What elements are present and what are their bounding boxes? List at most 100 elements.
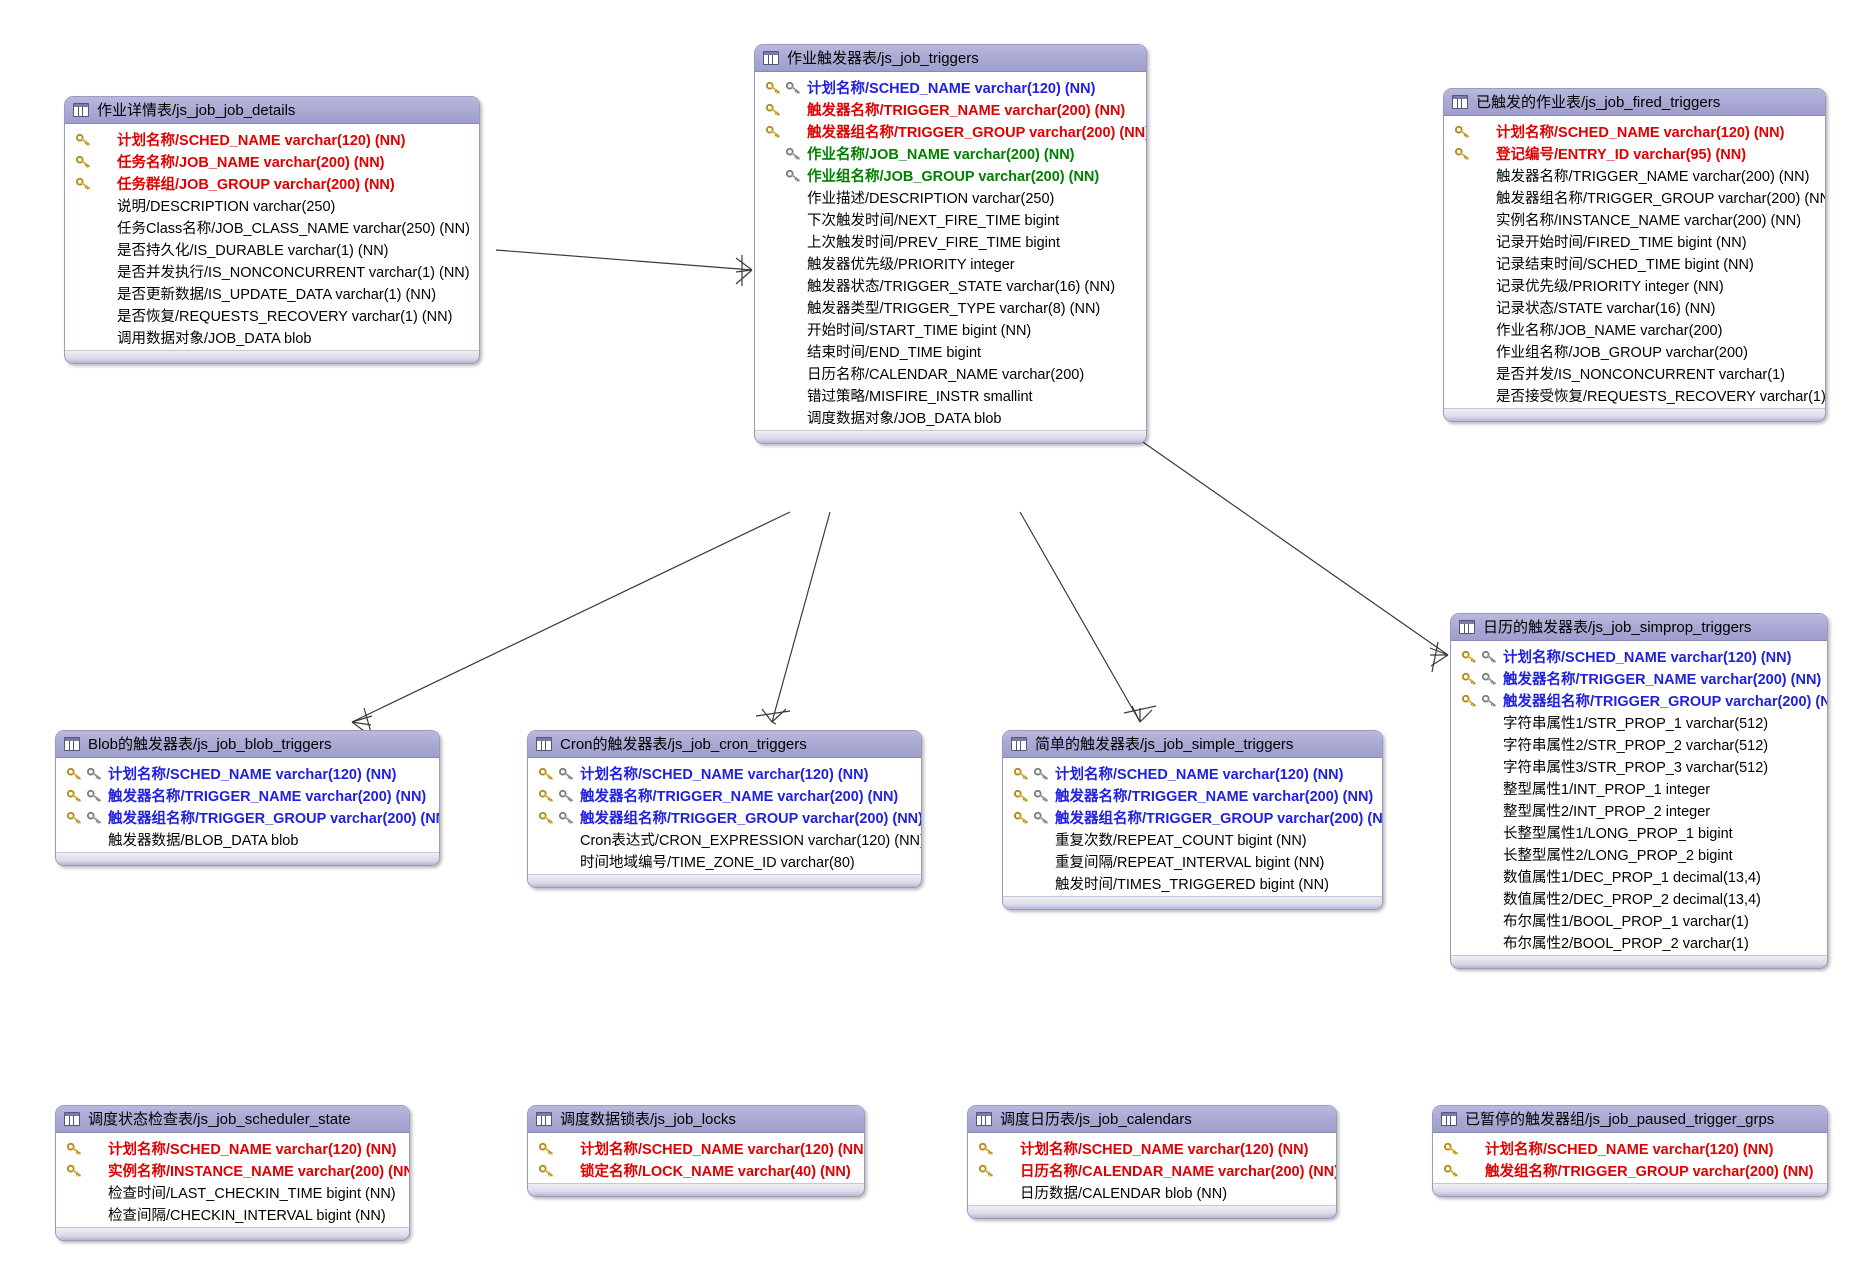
entity-header-scheduler_state[interactable]: 调度状态检查表/js_job_scheduler_state xyxy=(56,1106,409,1133)
attribute-row[interactable]: 数值属性2/DEC_PROP_2 decimal(13,4) xyxy=(1451,887,1827,909)
entity-locks[interactable]: 调度数据锁表/js_job_locks 计划名称/SCHED_NAME varc… xyxy=(527,1105,865,1197)
attribute-row[interactable]: 触发器名称/TRIGGER_NAME varchar(200) (NN) xyxy=(1451,667,1827,689)
attribute-row[interactable]: 任务群组/JOB_GROUP varchar(200) (NN) xyxy=(65,172,479,194)
attribute-row[interactable]: 数值属性1/DEC_PROP_1 decimal(13,4) xyxy=(1451,865,1827,887)
attribute-row[interactable]: 下次触发时间/NEXT_FIRE_TIME bigint xyxy=(755,208,1146,230)
attribute-row[interactable]: 作业名称/JOB_NAME varchar(200) (NN) xyxy=(755,142,1146,164)
attribute-row[interactable]: 整型属性1/INT_PROP_1 integer xyxy=(1451,777,1827,799)
entity-simprop_triggers[interactable]: 日历的触发器表/js_job_simprop_triggers 计划名称/SCH… xyxy=(1450,613,1828,969)
attribute-row[interactable]: 触发器名称/TRIGGER_NAME varchar(200) (NN) xyxy=(528,784,921,806)
entity-header-locks[interactable]: 调度数据锁表/js_job_locks xyxy=(528,1106,864,1133)
entity-header-simprop_triggers[interactable]: 日历的触发器表/js_job_simprop_triggers xyxy=(1451,614,1827,641)
attribute-row[interactable]: 计划名称/SCHED_NAME varchar(120) (NN) xyxy=(528,762,921,784)
entity-header-blob_triggers[interactable]: Blob的触发器表/js_job_blob_triggers xyxy=(56,731,439,758)
attribute-row[interactable]: 任务Class名称/JOB_CLASS_NAME varchar(250) (N… xyxy=(65,216,479,238)
attribute-row[interactable]: 计划名称/SCHED_NAME varchar(120) (NN) xyxy=(56,1137,409,1159)
entity-header-simple_triggers[interactable]: 简单的触发器表/js_job_simple_triggers xyxy=(1003,731,1382,758)
entity-fired_triggers[interactable]: 已触发的作业表/js_job_fired_triggers 计划名称/SCHED… xyxy=(1443,88,1826,422)
attribute-row[interactable]: 登记编号/ENTRY_ID varchar(95) (NN) xyxy=(1444,142,1825,164)
attribute-row[interactable]: 长整型属性2/LONG_PROP_2 bigint xyxy=(1451,843,1827,865)
attribute-row[interactable]: 计划名称/SCHED_NAME varchar(120) (NN) xyxy=(755,76,1146,98)
attribute-row[interactable]: 触发器组名称/TRIGGER_GROUP varchar(200) (NN) xyxy=(1451,689,1827,711)
attribute-row[interactable]: 字符串属性2/STR_PROP_2 varchar(512) xyxy=(1451,733,1827,755)
attribute-row[interactable]: 记录开始时间/FIRED_TIME bigint (NN) xyxy=(1444,230,1825,252)
attribute-row[interactable]: 调度数据对象/JOB_DATA blob xyxy=(755,406,1146,428)
attribute-row[interactable]: 作业组名称/JOB_GROUP varchar(200) xyxy=(1444,340,1825,362)
attribute-row[interactable]: 检查间隔/CHECKIN_INTERVAL bigint (NN) xyxy=(56,1203,409,1225)
attribute-row[interactable]: 任务名称/JOB_NAME varchar(200) (NN) xyxy=(65,150,479,172)
attribute-row[interactable]: 触发器组名称/TRIGGER_GROUP varchar(200) (NN) xyxy=(56,806,439,828)
attribute-row[interactable]: 是否恢复/REQUESTS_RECOVERY varchar(1) (NN) xyxy=(65,304,479,326)
entity-calendars[interactable]: 调度日历表/js_job_calendars 计划名称/SCHED_NAME v… xyxy=(967,1105,1337,1219)
attribute-row[interactable]: 计划名称/SCHED_NAME varchar(120) (NN) xyxy=(56,762,439,784)
attribute-row[interactable]: 触发组名称/TRIGGER_GROUP varchar(200) (NN) xyxy=(1433,1159,1827,1181)
attribute-row[interactable]: 触发器名称/TRIGGER_NAME varchar(200) (NN) xyxy=(1003,784,1382,806)
attribute-row[interactable]: 重复间隔/REPEAT_INTERVAL bigint (NN) xyxy=(1003,850,1382,872)
entity-header-fired_triggers[interactable]: 已触发的作业表/js_job_fired_triggers xyxy=(1444,89,1825,116)
attribute-row[interactable]: 布尔属性1/BOOL_PROP_1 varchar(1) xyxy=(1451,909,1827,931)
attribute-row[interactable]: 触发时间/TIMES_TRIGGERED bigint (NN) xyxy=(1003,872,1382,894)
attribute-row[interactable]: 实例名称/INSTANCE_NAME varchar(200) (NN) xyxy=(56,1159,409,1181)
attribute-row[interactable]: 触发器名称/TRIGGER_NAME varchar(200) (NN) xyxy=(1444,164,1825,186)
attribute-row[interactable]: 计划名称/SCHED_NAME varchar(120) (NN) xyxy=(1444,120,1825,142)
attribute-row[interactable]: 开始时间/START_TIME bigint (NN) xyxy=(755,318,1146,340)
attribute-row[interactable]: 触发器组名称/TRIGGER_GROUP varchar(200) (NN) xyxy=(1444,186,1825,208)
entity-header-triggers[interactable]: 作业触发器表/js_job_triggers xyxy=(755,45,1146,72)
attribute-row[interactable]: 说明/DESCRIPTION varchar(250) xyxy=(65,194,479,216)
attribute-row[interactable]: 触发器组名称/TRIGGER_GROUP varchar(200) (NN) xyxy=(528,806,921,828)
entity-job_details[interactable]: 作业详情表/js_job_job_details 计划名称/SCHED_NAME… xyxy=(64,96,480,364)
attribute-row[interactable]: 日历名称/CALENDAR_NAME varchar(200) (NN) xyxy=(968,1159,1336,1181)
attribute-row[interactable]: 作业名称/JOB_NAME varchar(200) xyxy=(1444,318,1825,340)
attribute-row[interactable]: 实例名称/INSTANCE_NAME varchar(200) (NN) xyxy=(1444,208,1825,230)
attribute-row[interactable]: 记录结束时间/SCHED_TIME bigint (NN) xyxy=(1444,252,1825,274)
attribute-row[interactable]: 上次触发时间/PREV_FIRE_TIME bigint xyxy=(755,230,1146,252)
attribute-row[interactable]: 时间地域编号/TIME_ZONE_ID varchar(80) xyxy=(528,850,921,872)
attribute-row[interactable]: Cron表达式/CRON_EXPRESSION varchar(120) (NN… xyxy=(528,828,921,850)
attribute-row[interactable]: 整型属性2/INT_PROP_2 integer xyxy=(1451,799,1827,821)
attribute-row[interactable]: 是否持久化/IS_DURABLE varchar(1) (NN) xyxy=(65,238,479,260)
attribute-row[interactable]: 计划名称/SCHED_NAME varchar(120) (NN) xyxy=(1451,645,1827,667)
attribute-row[interactable]: 日历名称/CALENDAR_NAME varchar(200) xyxy=(755,362,1146,384)
attribute-row[interactable]: 结束时间/END_TIME bigint xyxy=(755,340,1146,362)
attribute-row[interactable]: 触发器类型/TRIGGER_TYPE varchar(8) (NN) xyxy=(755,296,1146,318)
attribute-row[interactable]: 作业组名称/JOB_GROUP varchar(200) (NN) xyxy=(755,164,1146,186)
attribute-row[interactable]: 触发器名称/TRIGGER_NAME varchar(200) (NN) xyxy=(755,98,1146,120)
entity-triggers[interactable]: 作业触发器表/js_job_triggers 计划名称/SCHED_NAME v… xyxy=(754,44,1147,444)
attribute-row[interactable]: 计划名称/SCHED_NAME varchar(120) (NN) xyxy=(528,1137,864,1159)
attribute-row[interactable]: 计划名称/SCHED_NAME varchar(120) (NN) xyxy=(1433,1137,1827,1159)
entity-paused_trigger_grps[interactable]: 已暂停的触发器组/js_job_paused_trigger_grps 计划名称… xyxy=(1432,1105,1828,1197)
attribute-row[interactable]: 触发器数据/BLOB_DATA blob xyxy=(56,828,439,850)
attribute-row[interactable]: 记录优先级/PRIORITY integer (NN) xyxy=(1444,274,1825,296)
entity-header-job_details[interactable]: 作业详情表/js_job_job_details xyxy=(65,97,479,124)
attribute-row[interactable]: 计划名称/SCHED_NAME varchar(120) (NN) xyxy=(65,128,479,150)
attribute-row[interactable]: 锁定名称/LOCK_NAME varchar(40) (NN) xyxy=(528,1159,864,1181)
attribute-row[interactable]: 长整型属性1/LONG_PROP_1 bigint xyxy=(1451,821,1827,843)
entity-header-calendars[interactable]: 调度日历表/js_job_calendars xyxy=(968,1106,1336,1133)
attribute-row[interactable]: 是否并发/IS_NONCONCURRENT varchar(1) xyxy=(1444,362,1825,384)
entity-header-paused_trigger_grps[interactable]: 已暂停的触发器组/js_job_paused_trigger_grps xyxy=(1433,1106,1827,1133)
attribute-row[interactable]: 检查时间/LAST_CHECKIN_TIME bigint (NN) xyxy=(56,1181,409,1203)
attribute-row[interactable]: 触发器组名称/TRIGGER_GROUP varchar(200) (NN) xyxy=(755,120,1146,142)
attribute-row[interactable]: 布尔属性2/BOOL_PROP_2 varchar(1) xyxy=(1451,931,1827,953)
entity-simple_triggers[interactable]: 简单的触发器表/js_job_simple_triggers 计划名称/SCHE… xyxy=(1002,730,1383,910)
attribute-row[interactable]: 计划名称/SCHED_NAME varchar(120) (NN) xyxy=(968,1137,1336,1159)
attribute-row[interactable]: 是否并发执行/IS_NONCONCURRENT varchar(1) (NN) xyxy=(65,260,479,282)
attribute-row[interactable]: 日历数据/CALENDAR blob (NN) xyxy=(968,1181,1336,1203)
attribute-row[interactable]: 触发器状态/TRIGGER_STATE varchar(16) (NN) xyxy=(755,274,1146,296)
entity-scheduler_state[interactable]: 调度状态检查表/js_job_scheduler_state 计划名称/SCHE… xyxy=(55,1105,410,1241)
attribute-row[interactable]: 作业描述/DESCRIPTION varchar(250) xyxy=(755,186,1146,208)
attribute-row[interactable]: 错过策略/MISFIRE_INSTR smallint xyxy=(755,384,1146,406)
attribute-row[interactable]: 字符串属性3/STR_PROP_3 varchar(512) xyxy=(1451,755,1827,777)
attribute-row[interactable]: 触发器优先级/PRIORITY integer xyxy=(755,252,1146,274)
entity-header-cron_triggers[interactable]: Cron的触发器表/js_job_cron_triggers xyxy=(528,731,921,758)
entity-cron_triggers[interactable]: Cron的触发器表/js_job_cron_triggers 计划名称/SCHE… xyxy=(527,730,922,888)
attribute-row[interactable]: 重复次数/REPEAT_COUNT bigint (NN) xyxy=(1003,828,1382,850)
attribute-row[interactable]: 记录状态/STATE varchar(16) (NN) xyxy=(1444,296,1825,318)
attribute-row[interactable]: 字符串属性1/STR_PROP_1 varchar(512) xyxy=(1451,711,1827,733)
attribute-row[interactable]: 触发器组名称/TRIGGER_GROUP varchar(200) (NN) xyxy=(1003,806,1382,828)
attribute-row[interactable]: 是否接受恢复/REQUESTS_RECOVERY varchar(1) xyxy=(1444,384,1825,406)
attribute-row[interactable]: 调用数据对象/JOB_DATA blob xyxy=(65,326,479,348)
attribute-row[interactable]: 计划名称/SCHED_NAME varchar(120) (NN) xyxy=(1003,762,1382,784)
entity-blob_triggers[interactable]: Blob的触发器表/js_job_blob_triggers 计划名称/SCHE… xyxy=(55,730,440,866)
attribute-row[interactable]: 触发器名称/TRIGGER_NAME varchar(200) (NN) xyxy=(56,784,439,806)
